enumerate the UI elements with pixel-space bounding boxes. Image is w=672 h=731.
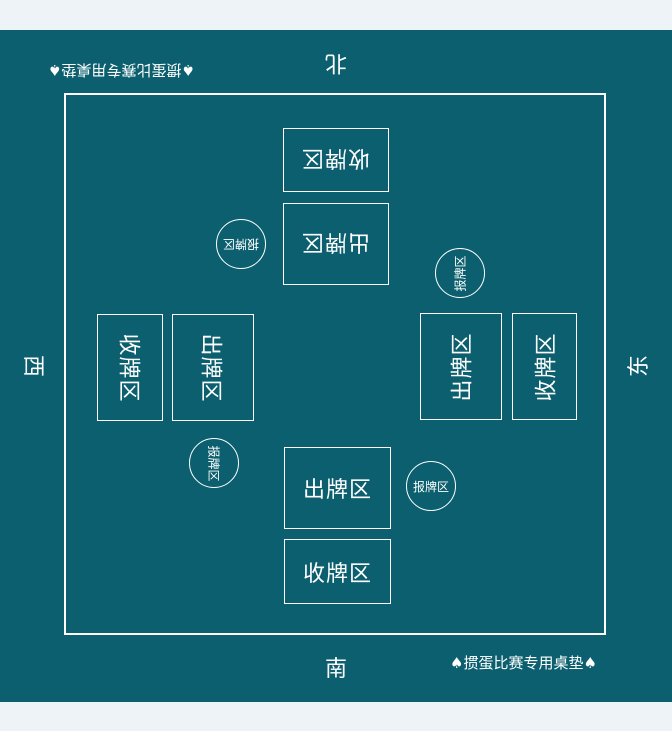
south-declare-zone: 报牌区	[406, 461, 456, 511]
north-play-zone: 出牌区	[283, 203, 389, 285]
west-declare-zone: 报牌区	[189, 438, 239, 488]
south-label: 南	[324, 657, 347, 682]
table-mat: 北 南 东 西 ♠掼蛋比赛专用桌垫♠ ♠掼蛋比赛专用桌垫♠ 收牌区 出牌区 报牌…	[0, 30, 672, 702]
tagline-top: ♠掼蛋比赛专用桌垫♠	[48, 61, 195, 79]
play-area-frame	[64, 93, 606, 635]
south-play-zone: 出牌区	[284, 447, 391, 529]
east-collect-zone: 收牌区	[512, 313, 577, 420]
east-play-zone: 出牌区	[420, 313, 502, 420]
west-collect-zone: 收牌区	[97, 314, 163, 421]
east-declare-zone: 报牌区	[435, 248, 485, 298]
tagline-bottom: ♠掼蛋比赛专用桌垫♠	[450, 654, 597, 672]
west-play-zone: 出牌区	[172, 314, 254, 421]
north-label: 北	[324, 50, 347, 75]
north-declare-zone: 报牌区	[216, 219, 266, 269]
south-collect-zone: 收牌区	[284, 539, 391, 604]
east-label: 东	[626, 354, 652, 378]
west-label: 西	[19, 354, 45, 378]
north-collect-zone: 收牌区	[283, 128, 389, 192]
